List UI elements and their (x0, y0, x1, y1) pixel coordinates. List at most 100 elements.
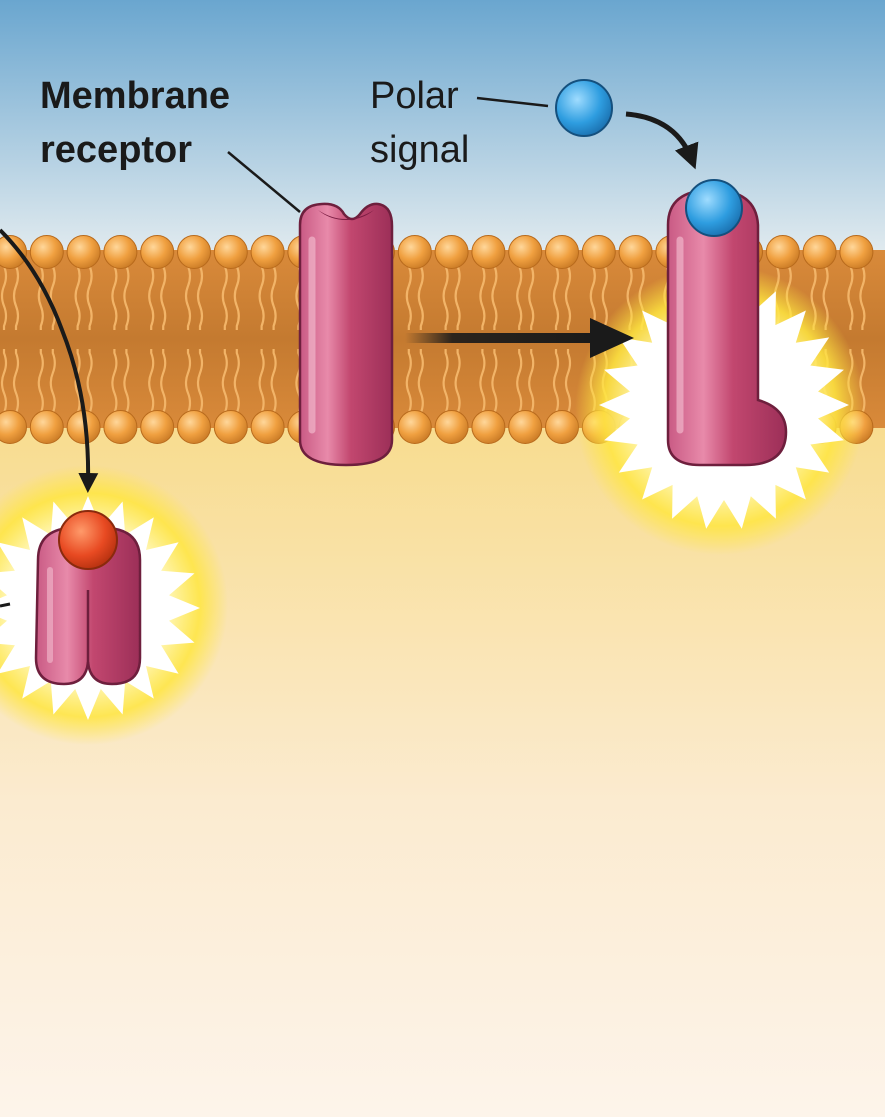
phospholipid-head (250, 410, 285, 444)
phospholipid-head (581, 235, 616, 269)
lipid-tail (123, 265, 130, 330)
lipid-tail (270, 349, 277, 414)
lipid-tail (74, 349, 81, 414)
phospholipid-head (0, 410, 27, 444)
lipid-tail (417, 265, 424, 330)
lipid-tail (123, 349, 130, 414)
lipid-tail (148, 349, 155, 414)
phospholipid-head (397, 235, 432, 269)
lipid-tail (12, 349, 20, 414)
lipid-tail (0, 349, 8, 414)
lipid-tail (160, 265, 167, 330)
phospholipid-head (508, 235, 543, 269)
lipid-tail (847, 265, 854, 330)
lipid-tail (258, 349, 265, 414)
lipid-tail (552, 349, 560, 414)
phospholipid-head (213, 410, 248, 444)
phospholipid-head (103, 235, 138, 269)
activation-arrow-shaft (405, 333, 595, 343)
lipid-tail (12, 265, 20, 330)
lipid-tail (221, 265, 228, 330)
lipid-tail (405, 349, 412, 414)
phospholipid-head (434, 410, 469, 444)
phospholipid-head (839, 235, 874, 269)
lipid-tail (86, 265, 93, 330)
lipid-tail (491, 265, 498, 330)
phospholipid-head (29, 235, 64, 269)
lipid-tail (442, 265, 449, 330)
lipid-tail (184, 265, 192, 330)
membrane-receptor-active (666, 179, 788, 467)
lipid-tail (221, 349, 228, 414)
phospholipid-head (765, 235, 800, 269)
lipid-tail (601, 265, 608, 330)
lipid-tail (528, 265, 535, 330)
lipid-tail (417, 349, 424, 414)
edge-arrow-stub (0, 602, 11, 608)
lipid-tail (589, 265, 596, 330)
lipid-tail (479, 265, 486, 330)
phospholipid-head (103, 410, 138, 444)
lipid-tail (196, 265, 204, 330)
lipid-tail (49, 265, 56, 330)
lipid-tail (258, 265, 265, 330)
lipid-tail (454, 265, 461, 330)
phospholipid-head (177, 235, 211, 269)
phospholipid-head (29, 410, 64, 444)
lipid-tail (86, 349, 93, 414)
receptor-leader-line (227, 151, 301, 213)
activation-arrow-head (590, 318, 634, 358)
phospholipid-head (434, 235, 469, 269)
phospholipid-head (508, 410, 543, 444)
lipid-tail (160, 349, 167, 414)
polar-signal-leader-line (476, 96, 549, 108)
lipid-tail (49, 349, 56, 414)
phospholipid-head (140, 235, 175, 269)
phospholipid-head (66, 235, 101, 269)
lipid-tail (148, 265, 155, 330)
membrane-receptor-label-line2: receptor (40, 129, 193, 171)
lipid-tail (516, 349, 523, 414)
lipid-tail (184, 349, 192, 414)
polar-signal-molecule (555, 79, 613, 137)
lipid-tail (270, 265, 277, 330)
phospholipid-head (250, 235, 285, 269)
phospholipid-head (140, 410, 175, 444)
phospholipid-head (177, 410, 211, 444)
lipid-tail (111, 349, 118, 414)
phospholipid-head (545, 410, 579, 444)
lipid-tail (516, 265, 523, 330)
polar-signal-label-line1: Polar (370, 75, 459, 117)
lipid-tail (442, 349, 449, 414)
binding-arrow (625, 111, 699, 170)
lipid-tail (491, 349, 498, 414)
lipid-tail (37, 349, 44, 414)
lipid-tail (859, 265, 866, 330)
phospholipid-head (802, 235, 837, 269)
bound-polar-signal (685, 179, 743, 237)
phospholipid-head (471, 410, 506, 444)
nonpolar-entry-arrow (0, 228, 99, 493)
phospholipid-head (0, 235, 27, 269)
lipid-tail (233, 349, 240, 414)
lipid-tail (196, 349, 204, 414)
lipid-tail (37, 265, 44, 330)
phospholipid-head (213, 235, 248, 269)
lipid-tail (454, 349, 461, 414)
intracellular-receptor-active (34, 510, 142, 686)
membrane-receptor-label-line1: Membrane (40, 75, 231, 117)
nonpolar-signal-molecule (58, 510, 118, 570)
polar-signal-label-line2: signal (370, 129, 470, 171)
lipid-tail (233, 265, 240, 330)
lipid-tail (564, 265, 572, 330)
phospholipid-head (545, 235, 579, 269)
lipid-tail (528, 349, 535, 414)
lipid-tail (564, 349, 572, 414)
phospholipid-head (471, 235, 506, 269)
phospholipid-head (397, 410, 432, 444)
lipid-tail (74, 265, 81, 330)
lipid-tail (111, 265, 118, 330)
lipid-tail (0, 265, 8, 330)
